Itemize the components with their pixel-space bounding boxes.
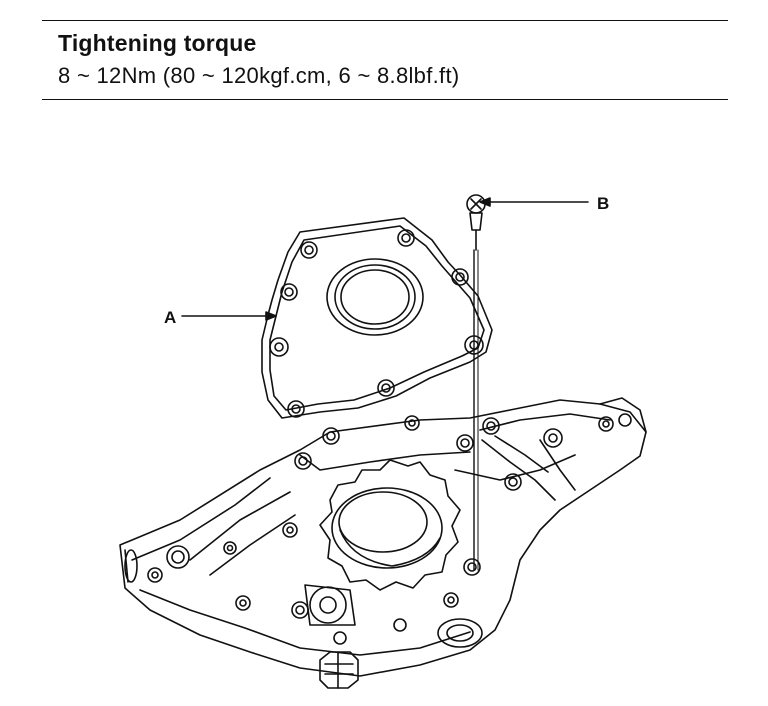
torque-heading: Tightening torque xyxy=(58,30,257,56)
torque-value: 8 ~ 12Nm (80 ~ 120kgf.cm, 6 ~ 8.8lbf.ft) xyxy=(58,63,460,88)
callout-b-label: B xyxy=(597,194,609,213)
callout-a: A xyxy=(164,308,277,327)
header-bottom-rule xyxy=(42,99,728,100)
pump-rotor-gear xyxy=(304,459,461,626)
callout-a-label: A xyxy=(164,308,176,327)
drain-plug xyxy=(319,651,359,689)
callout-b: B xyxy=(479,194,609,213)
header-top-rule xyxy=(42,20,728,21)
oil-pump-body xyxy=(119,397,647,677)
oil-pump-cover xyxy=(261,217,493,419)
